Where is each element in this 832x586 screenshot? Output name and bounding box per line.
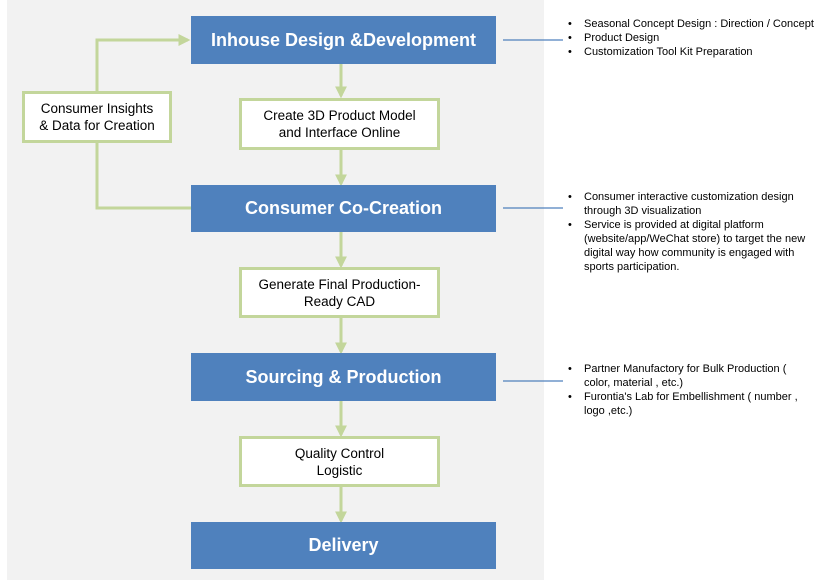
- consumer-insights-box: Consumer Insights & Data for Creation: [22, 91, 172, 143]
- stage-delivery-box: Delivery: [191, 522, 496, 569]
- step-final-cad-box: Generate Final Production- Ready CAD: [239, 267, 440, 318]
- note-cocreation-1-line-2: through 3D visualization: [584, 205, 702, 217]
- consumer-insights-line-1: Consumer Insights: [40, 101, 154, 116]
- note-design-1-line-1: Seasonal Concept Design : Direction / Co…: [584, 18, 814, 30]
- note-sourcing-1-line-2: color, material , etc.): [584, 377, 684, 389]
- note-cocreation-1: Consumer interactive customization desig…: [566, 190, 832, 218]
- step-quality-control-line-2: Logistic: [316, 462, 363, 478]
- step-quality-control-line-1: Quality Control: [294, 445, 385, 461]
- note-cocreation-2-line-1: Service is provided at digital platform: [584, 219, 764, 231]
- note-sourcing-2-line-2: logo ,etc.): [584, 405, 633, 417]
- note-design-3: Customization Tool Kit Preparation: [566, 45, 832, 59]
- step-final-cad-line-2: Ready CAD: [303, 293, 376, 309]
- note-cocreation-2-line-4: sports participation.: [584, 261, 680, 273]
- stage-cocreation-box: Consumer Co-Creation: [191, 185, 496, 232]
- note-sourcing-2-line-1: Furontia's Lab for Embellishment ( numbe…: [584, 391, 798, 403]
- step-quality-control-box: Quality Control Logistic: [239, 436, 440, 487]
- step-final-cad-line-1: Generate Final Production-: [258, 276, 421, 292]
- loop-cocreation-to-insights: [95, 142, 192, 210]
- step-3d-model-line-1: Create 3D Product Model: [263, 108, 416, 123]
- note-cocreation-2-line-3: digital way how community is engaged wit…: [584, 247, 795, 259]
- stage-design-box: Inhouse Design &Development: [191, 16, 496, 64]
- note-cocreation-1-line-1: Consumer interactive customization desig…: [584, 191, 794, 203]
- note-cocreation-2-line-2: (website/app/WeChat store) to target the…: [584, 233, 806, 245]
- step-3d-model-box: Create 3D Product Model and Interface On…: [239, 98, 440, 150]
- note-sourcing-1: Partner Manufactory for Bulk Production …: [566, 362, 832, 390]
- loop-insights-to-design: [95, 34, 191, 92]
- note-cocreation-2: Service is provided at digital platform …: [566, 218, 832, 274]
- step-3d-model-line-2: and Interface Online: [278, 125, 401, 140]
- note-design-2-line-1: Product Design: [584, 32, 660, 44]
- sourcing-notes-list: Partner Manufactory for Bulk Production …: [566, 362, 832, 418]
- note-sourcing-2: Furontia's Lab for Embellishment ( numbe…: [566, 390, 832, 418]
- consumer-insights-line-2: & Data for Creation: [39, 118, 155, 133]
- note-design-2: Product Design: [566, 31, 832, 45]
- note-design-3-line-1: Customization Tool Kit Preparation: [584, 46, 753, 58]
- design-notes-list: Seasonal Concept Design : Direction / Co…: [566, 17, 832, 59]
- stage-sourcing-box: Sourcing & Production: [191, 353, 496, 401]
- cocreation-notes-list: Consumer interactive customization desig…: [566, 190, 832, 274]
- note-sourcing-1-line-1: Partner Manufactory for Bulk Production …: [584, 363, 787, 375]
- note-design-1: Seasonal Concept Design : Direction / Co…: [566, 17, 832, 31]
